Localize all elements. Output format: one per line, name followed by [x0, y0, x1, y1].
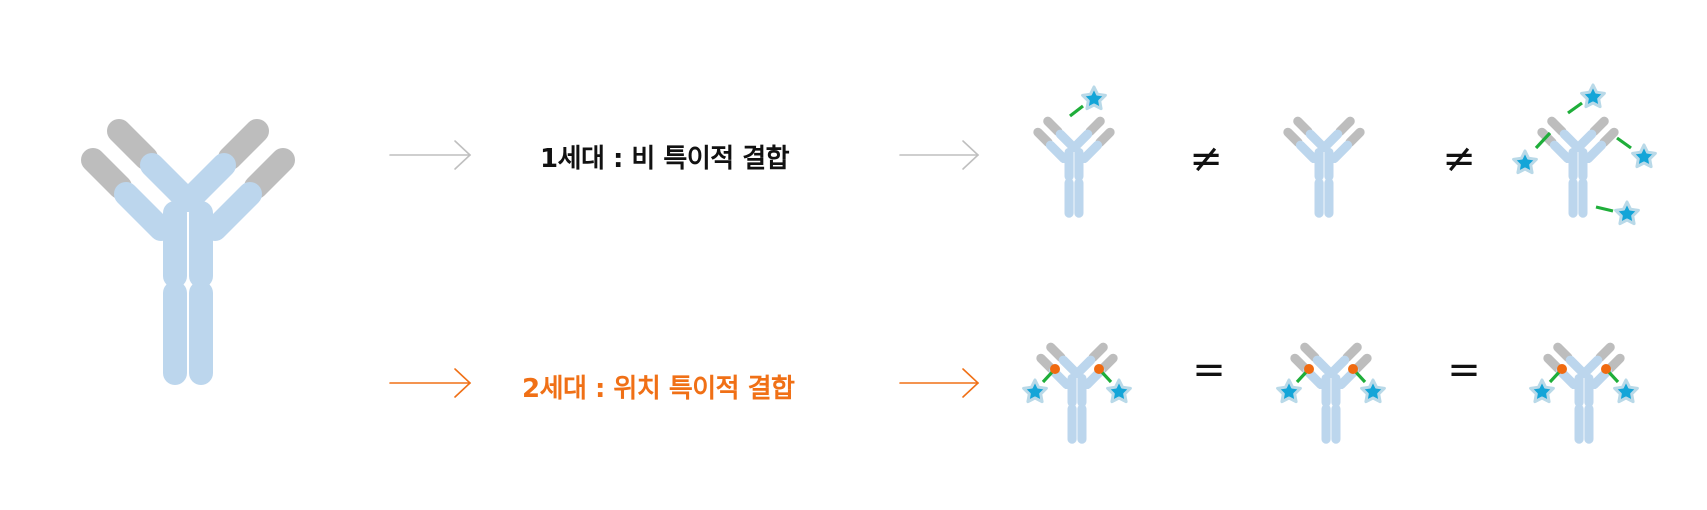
linker — [1616, 136, 1632, 150]
payload-star-icon — [1106, 378, 1132, 404]
antibody-gen1-c — [1542, 121, 1614, 213]
conjugation-site-dot-icon — [1094, 364, 1104, 374]
arrow-gen1-left — [389, 140, 472, 170]
conjugation-site-dot-icon — [1304, 364, 1314, 374]
payload-star-icon — [1022, 378, 1048, 404]
not-equal-symbol-1: ≠ — [1189, 136, 1223, 182]
gen2-label: 2세대 : 위치 특이적 결합 — [522, 374, 795, 404]
arrow-gen2-left — [389, 368, 472, 398]
arrow-gen1-right — [899, 140, 980, 170]
conjugation-site-dot-icon — [1348, 364, 1358, 374]
gen2-payloads-1 — [1022, 364, 1132, 404]
conjugation-site-dot-icon — [1601, 364, 1611, 374]
antibody-gen2-b — [1295, 347, 1367, 439]
linker — [1567, 101, 1583, 115]
payload-star-icon — [1529, 378, 1555, 404]
antibody-gen1-a — [1038, 121, 1110, 213]
payload-star-icon — [1614, 200, 1640, 226]
linker — [1534, 131, 1552, 150]
payload-star-icon — [1276, 378, 1302, 404]
payload-star-icon — [1081, 85, 1107, 111]
not-equal-symbol-2: ≠ — [1442, 136, 1476, 182]
conjugation-site-dot-icon — [1050, 364, 1060, 374]
payload-star-icon — [1580, 83, 1606, 109]
antibody-reference — [93, 131, 283, 373]
antibody-gen2-a — [1041, 347, 1113, 439]
linker — [1069, 104, 1084, 118]
equal-symbol-2: = — [1447, 347, 1481, 393]
payload-star-icon — [1512, 149, 1538, 175]
linker — [1595, 205, 1614, 213]
gen2-payloads-2 — [1276, 364, 1386, 404]
equal-symbol-1: = — [1192, 347, 1226, 393]
payload-star-icon — [1631, 143, 1657, 169]
arrow-gen2-right — [899, 368, 980, 398]
gen2-payloads-3 — [1529, 364, 1639, 404]
payload-star-icon — [1360, 378, 1386, 404]
conjugation-site-dot-icon — [1557, 364, 1567, 374]
gen1-label: 1세대 : 비 특이적 결합 — [540, 144, 790, 174]
antibody-gen2-c — [1548, 347, 1620, 439]
gen1-payloads — [1069, 83, 1657, 226]
payload-star-icon — [1613, 378, 1639, 404]
antibody-gen1-b — [1288, 121, 1360, 213]
